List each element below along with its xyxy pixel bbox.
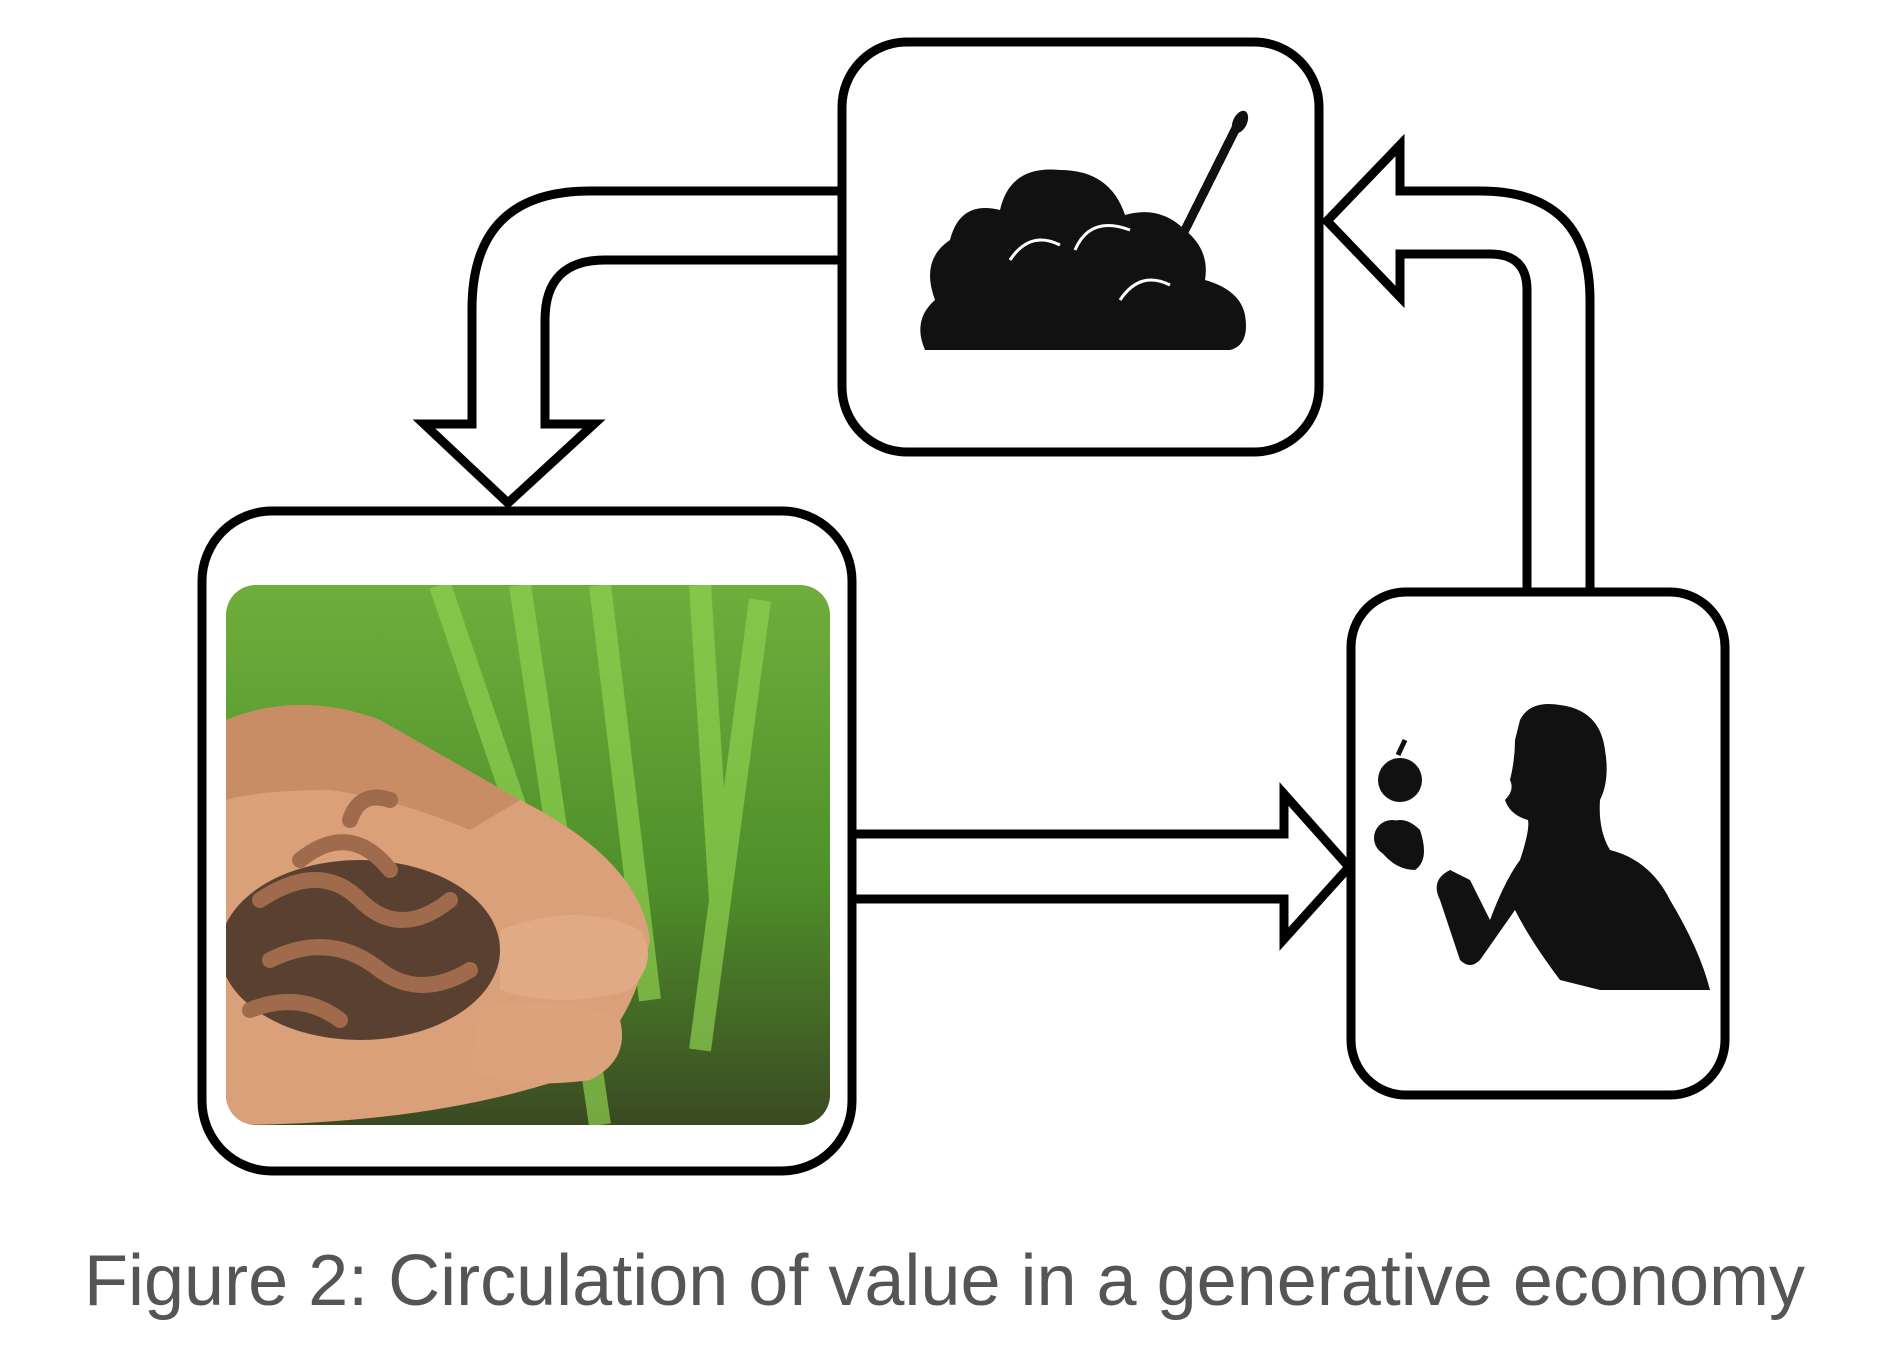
arrow-soil-to-consumer	[854, 782, 1356, 951]
figure-caption: Figure 2: Circulation of value in a gene…	[84, 1241, 1805, 1321]
worms-in-hands-photo	[226, 585, 830, 1125]
person-eating-apple-icon	[1374, 704, 1710, 990]
consumer-node	[1346, 587, 1730, 1100]
compost-pile-icon	[920, 110, 1249, 350]
arrow-consumer-to-compost	[1320, 133, 1595, 594]
compost-node	[837, 37, 1324, 457]
soil-node	[197, 506, 857, 1176]
arrow-compost-to-soil	[412, 186, 840, 510]
